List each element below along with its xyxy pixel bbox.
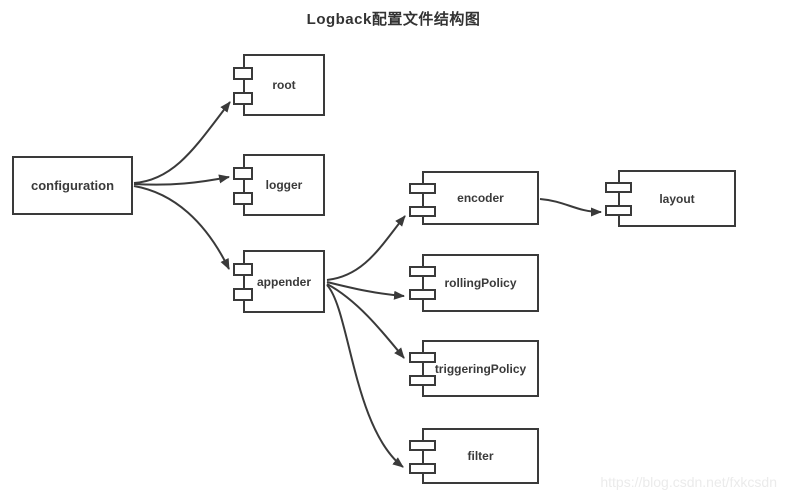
node-filter: filter xyxy=(409,428,539,484)
component-tab-icon xyxy=(409,206,436,217)
node-appender: appender xyxy=(233,250,325,313)
component-tab-icon xyxy=(605,205,632,216)
node-layout: layout xyxy=(605,170,736,227)
diagram-title: Logback配置文件结构图 xyxy=(306,11,481,28)
edge-configuration-root xyxy=(133,101,231,184)
component-tab-icon xyxy=(233,167,253,180)
component-tab-icon xyxy=(233,263,253,276)
component-tab-icon xyxy=(409,375,436,386)
edge-configuration-appender xyxy=(133,185,230,270)
node-label: filter xyxy=(467,449,494,463)
component-tab-icon xyxy=(409,289,436,300)
component-tab-icon xyxy=(409,266,436,277)
component-tab-icon xyxy=(409,463,436,474)
node-label: layout xyxy=(659,191,695,206)
node-configuration: configuration xyxy=(12,156,133,215)
component-tab-icon xyxy=(409,183,436,194)
component-tab-icon xyxy=(605,182,632,193)
edge-configuration-logger xyxy=(133,174,230,186)
component-tab-icon xyxy=(233,92,253,105)
edge-appender-encoder xyxy=(326,215,406,281)
node-rollingPolicy: rollingPolicy xyxy=(409,254,539,312)
component-tab-icon xyxy=(409,352,436,363)
node-label: triggeringPolicy xyxy=(434,361,527,376)
node-label: appender xyxy=(256,274,311,289)
edge-appender-filter xyxy=(326,284,404,468)
component-tab-icon xyxy=(409,440,436,451)
node-label: logger xyxy=(265,178,303,192)
node-label: encoder xyxy=(457,191,504,205)
component-tab-icon xyxy=(233,288,253,301)
node-triggeringPolicy: triggeringPolicy xyxy=(409,340,539,397)
edge-appender-rollingPolicy xyxy=(326,281,405,300)
edge-encoder-layout xyxy=(539,198,602,217)
edge-appender-triggeringPolicy xyxy=(326,283,405,359)
node-label: rollingPolicy xyxy=(444,276,517,290)
node-root: root xyxy=(233,54,325,116)
component-tab-icon xyxy=(233,192,253,205)
node-label: configuration xyxy=(30,178,115,193)
node-label: root xyxy=(272,78,296,92)
csdn-watermark: https://blog.csdn.net/fxkcsdn xyxy=(600,474,777,490)
component-tab-icon xyxy=(233,67,253,80)
node-logger: logger xyxy=(233,154,325,216)
node-encoder: encoder xyxy=(409,171,539,225)
